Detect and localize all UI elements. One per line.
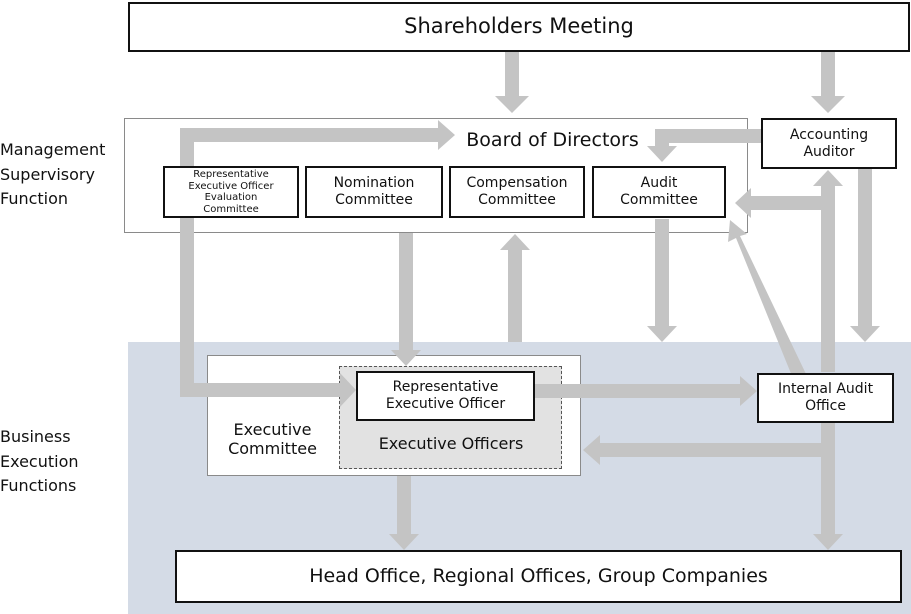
- arrow-internal-audit-up-head: [821, 356, 835, 372]
- rep-exec-eval-committee-box: Representative Executive Officer Evaluat…: [163, 166, 299, 218]
- business-execution-label: Business Execution Functions: [0, 427, 79, 495]
- executive-committee-label: Executive Committee: [228, 420, 317, 459]
- audit-committee-box: Audit Committee: [592, 166, 726, 218]
- arrow-internal-audit-to-auditor: [813, 170, 843, 372]
- arrow-shareholders-to-auditor: [811, 52, 845, 113]
- arrow-internal-audit-to-head-office: [813, 423, 843, 550]
- arrow-diagonal-to-board: [728, 220, 806, 381]
- arrow-audit-committee-down: [647, 219, 677, 342]
- shareholders-meeting-box: Shareholders Meeting: [128, 2, 910, 52]
- head-office-box: Head Office, Regional Offices, Group Com…: [175, 550, 902, 603]
- arrow-shareholders-to-board: [495, 52, 529, 113]
- board-of-directors-title: Board of Directors: [466, 129, 639, 151]
- management-supervisory-label: Management Supervisory Function: [0, 140, 106, 208]
- arrow-eval-loop-top: [180, 120, 455, 166]
- internal-audit-office-box: Internal Audit Office: [757, 373, 894, 423]
- arrow-eval-to-rep-officer: [180, 218, 356, 407]
- arrow-auditor-down: [850, 168, 880, 342]
- nomination-committee-box: Nomination Committee: [305, 166, 443, 218]
- arrow-exec-to-internal-audit: [535, 376, 757, 406]
- arrow-exec-to-head-office: [389, 476, 419, 550]
- representative-executive-officer-box: Representative Executive Officer: [356, 371, 535, 421]
- arrow-to-audit-committee: [735, 188, 835, 218]
- accounting-auditor-box: Accounting Auditor: [761, 118, 897, 169]
- arrow-nomination-to-exec: [391, 233, 421, 366]
- arrow-exec-to-board: [500, 234, 530, 342]
- arrow-auditor-to-audit-committee: [647, 129, 761, 162]
- executive-officers-label: Executive Officers: [378, 434, 524, 453]
- compensation-committee-box: Compensation Committee: [449, 166, 585, 218]
- arrow-internal-audit-to-exec: [583, 435, 835, 465]
